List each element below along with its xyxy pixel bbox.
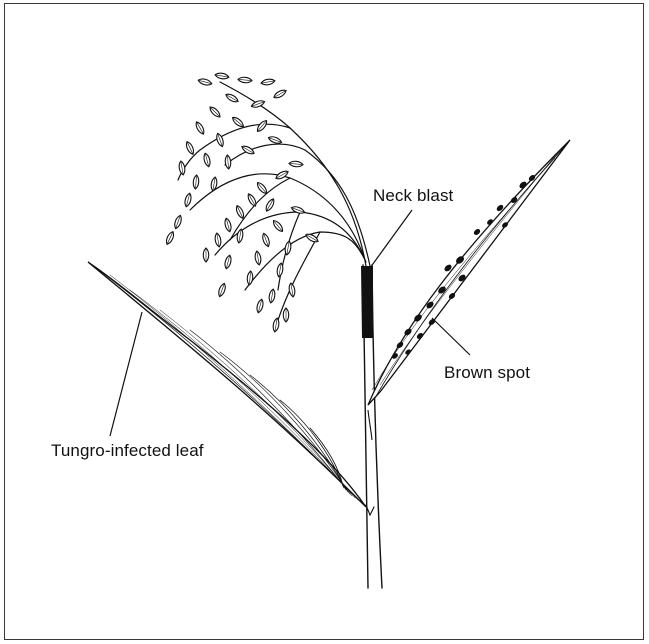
neck-blast-lesion <box>361 266 373 338</box>
tungro-leader <box>110 312 142 436</box>
brown-spot-leaf <box>368 140 570 440</box>
brown-spot-label: Brown spot <box>444 363 530 383</box>
neck-blast-leader <box>370 210 412 268</box>
tungro-infected-leaf-label: Tungro-infected leaf <box>51 441 204 461</box>
neck-blast-label: Neck blast <box>373 186 453 206</box>
brown-spot-leader <box>432 318 470 355</box>
grains <box>165 72 320 332</box>
tungro-infected-leaf <box>88 262 366 507</box>
